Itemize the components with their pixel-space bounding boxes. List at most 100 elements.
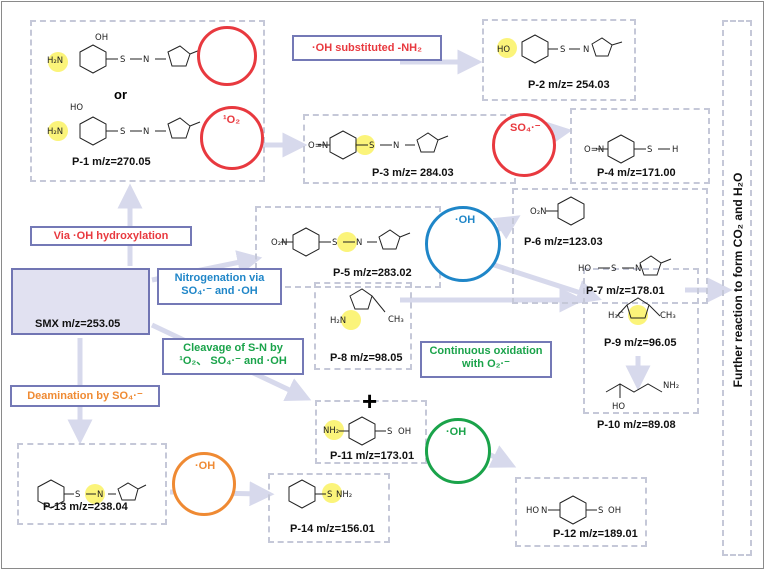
label-hydroxyl-orange: ·OH	[195, 460, 216, 472]
p13-benzene	[37, 479, 65, 509]
highlight-p8	[341, 310, 361, 330]
tag-oh-substituted: ·OH substituted -NH₂	[292, 35, 442, 61]
svg-text:N: N	[356, 238, 362, 248]
svg-text:O=N: O=N	[584, 145, 604, 155]
p1b-isoxazole	[167, 117, 191, 139]
svg-text:N: N	[97, 490, 103, 500]
label-hydroxyl-blue: ·OH	[455, 214, 476, 226]
svg-text:N: N	[143, 127, 149, 137]
highlight-p11	[324, 420, 344, 440]
p5-isoxazole	[378, 229, 401, 250]
box-p14	[268, 473, 390, 543]
svg-text:H₃C: H₃C	[608, 311, 624, 321]
tag-continuous-line1: Continuous oxidation	[429, 345, 543, 357]
smx-box	[11, 268, 150, 335]
svg-text:S: S	[369, 141, 374, 151]
svg-text:S: S	[120, 127, 125, 137]
svg-text:HO: HO	[497, 45, 510, 55]
p1a-isoxazole	[167, 45, 191, 67]
label-p8: P-8 m/z=98.05	[330, 352, 403, 364]
p2-benzene	[521, 34, 549, 64]
box-p2	[482, 19, 636, 101]
box-p1-group	[30, 20, 265, 182]
p13-isoxazole	[117, 482, 139, 501]
svg-text:N: N	[635, 264, 641, 274]
highlight-p14	[322, 483, 342, 503]
svg-text:O=N: O=N	[308, 141, 328, 151]
svg-text:N: N	[583, 45, 589, 55]
tag-deamination: Deamination by SO₄·⁻	[10, 385, 160, 407]
svg-text:S: S	[387, 427, 392, 437]
label-p14: P-14 m/z=156.01	[290, 523, 375, 535]
tag-nitrogenation-line2: SO₄·⁻ and ·OH	[181, 285, 258, 297]
label-p12: P-12 m/z=189.01	[553, 528, 638, 540]
p11-benzene	[348, 416, 376, 446]
box-p11	[315, 400, 427, 464]
site-circle-hydroxyl-sn	[425, 206, 501, 282]
svg-text:CH₃: CH₃	[388, 315, 404, 325]
p3-isoxazole	[416, 132, 439, 153]
smx-label: SMX m/z=253.05	[35, 318, 121, 330]
p1b-benzene	[79, 116, 107, 146]
label-hydroxyl-green: ·OH	[446, 426, 467, 438]
label-p7: P-7 m/z=178.01	[586, 285, 665, 297]
p7-isoxazole	[639, 255, 662, 276]
label-p9: P-9 m/z=96.05	[604, 337, 677, 349]
svg-text:N: N	[143, 55, 149, 65]
svg-text:S: S	[327, 490, 332, 500]
highlight-p1a	[48, 52, 68, 72]
label-p11: P-11 m/z=173.01	[330, 450, 415, 462]
site-circle-sulfate-p3	[492, 113, 556, 177]
tag-cleavage-line2: ¹O₂、 SO₄·⁻ and ·OH	[179, 355, 287, 367]
tag-nitrogenation-line1: Nitrogenation via	[174, 272, 265, 284]
svg-text:NH₂: NH₂	[663, 381, 679, 391]
p9-isoxazole	[626, 297, 650, 319]
site-circle-hydroxyl-deamination	[172, 452, 236, 516]
svg-text:S: S	[647, 145, 652, 155]
svg-text:NH₂: NH₂	[336, 490, 352, 500]
p1a-benzene	[79, 44, 107, 74]
svg-text:H₂N: H₂N	[47, 56, 63, 66]
highlight-p2	[497, 38, 517, 58]
or-text: or	[114, 87, 127, 102]
highlight-p1b	[48, 121, 68, 141]
svg-text:CH₃: CH₃	[660, 311, 676, 321]
svg-text:OH: OH	[608, 506, 621, 516]
svg-text:HO: HO	[612, 402, 625, 412]
svg-text:S: S	[332, 238, 337, 248]
box-p6-p7	[512, 188, 708, 304]
site-circle-hydroxyl-amine	[425, 418, 491, 484]
tag-cleavage-line1: Cleavage of S-N by	[183, 342, 283, 354]
p12-benzene	[559, 495, 587, 525]
box-p4	[570, 108, 710, 184]
tag-nitrogenation: Nitrogenation via SO₄·⁻ and ·OH	[157, 268, 282, 305]
label-p6: P-6 m/z=123.03	[524, 236, 603, 248]
svg-text:S: S	[75, 490, 80, 500]
tag-cleavage: Cleavage of S-N by ¹O₂、 SO₄·⁻ and ·OH	[162, 338, 304, 375]
site-circle-singlet-oxygen	[200, 106, 264, 170]
label-p3: P-3 m/z= 284.03	[372, 167, 454, 179]
final-step-label: Further reaction to form CO₂ and H₂O	[731, 172, 745, 388]
svg-text:HO: HO	[526, 506, 539, 516]
svg-text:N: N	[393, 141, 399, 151]
svg-text:S: S	[611, 264, 616, 274]
p10-chain	[605, 383, 663, 393]
svg-text:O₂N: O₂N	[271, 238, 287, 248]
tag-continuous-oxidation: Continuous oxidation with O₂·⁻	[420, 341, 552, 378]
plus-sign: +	[362, 386, 378, 416]
svg-text:H: H	[672, 145, 678, 155]
p8-isoxazole	[349, 288, 373, 310]
site-circle-amine-1	[197, 26, 257, 86]
label-p4: P-4 m/z=171.00	[597, 167, 676, 179]
svg-text:OH: OH	[398, 427, 411, 437]
svg-text:H₂N: H₂N	[330, 316, 346, 326]
svg-text:NH₂: NH₂	[323, 426, 339, 436]
tag-continuous-line2: with O₂·⁻	[462, 358, 510, 370]
svg-text:HO: HO	[578, 264, 591, 274]
p3-benzene	[329, 130, 357, 160]
svg-text:O₂N: O₂N	[530, 207, 546, 217]
box-p12	[515, 477, 647, 547]
svg-text:OH: OH	[95, 33, 108, 43]
svg-text:H₂N: H₂N	[47, 127, 63, 137]
